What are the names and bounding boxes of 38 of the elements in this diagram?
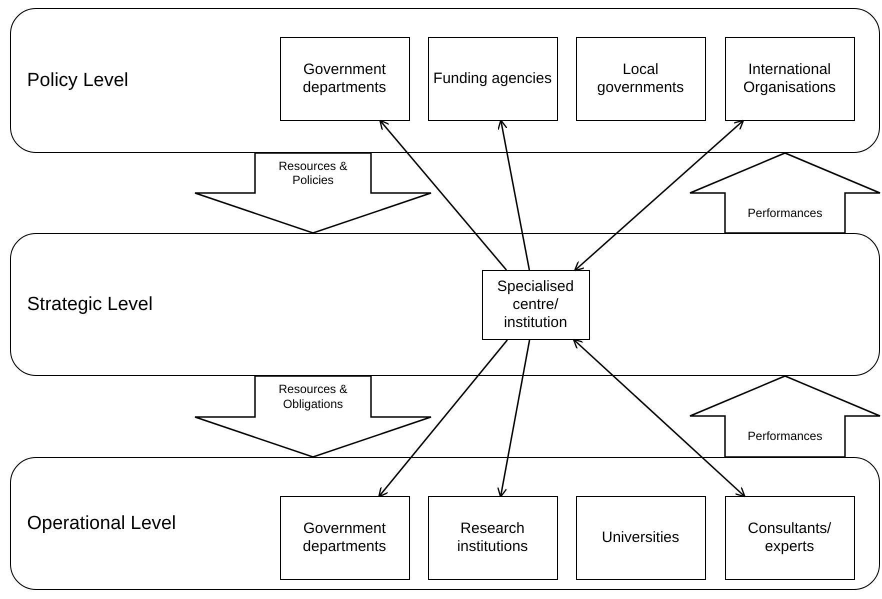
entity-box (280, 36, 410, 120)
block-arrow (194, 375, 432, 458)
arrow (378, 340, 508, 498)
arrow (574, 120, 744, 272)
arrow (379, 120, 507, 270)
arrow (572, 338, 746, 498)
edge-label: Performances (746, 428, 824, 446)
box-label: Government departments (302, 520, 388, 556)
entity-box (576, 496, 706, 580)
arrow (497, 340, 530, 498)
box-label: Funding agencies (432, 70, 553, 88)
entity-box (280, 496, 410, 580)
arrow (497, 119, 530, 270)
block-arrow (689, 375, 881, 458)
level-label: Strategic Level (27, 294, 153, 316)
level-panel (10, 8, 880, 153)
box-label: Consultants/ experts (746, 520, 832, 556)
level-panel (10, 457, 880, 590)
entity-box (428, 36, 558, 120)
box-label: Local governments (596, 60, 685, 96)
entity-box (576, 36, 706, 120)
entity-box (428, 496, 558, 580)
entity-box (724, 496, 854, 580)
entity-box (724, 36, 854, 120)
centre-box (482, 270, 590, 340)
box-label: Government departments (302, 60, 388, 96)
block-arrow (689, 152, 881, 234)
box-label: Research institutions (456, 520, 529, 556)
level-panel (10, 233, 880, 376)
box-label: Universities (600, 528, 680, 546)
edge-label: Performances (746, 204, 824, 222)
box-label: Specialised centre/ institution (496, 278, 575, 332)
level-label: Policy Level (27, 70, 128, 92)
box-label: International Organisations (742, 60, 837, 96)
block-arrow (194, 152, 432, 234)
edge-label: Resources & Policies (278, 158, 348, 189)
edge-label: Resources & Obligations (278, 381, 348, 412)
level-label: Operational Level (27, 512, 176, 536)
